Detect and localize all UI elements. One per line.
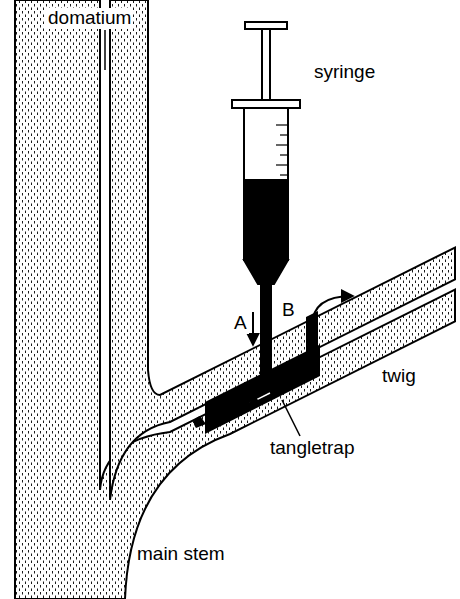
- domatium-column: [110, 0, 455, 500]
- small-arrow: [250, 393, 270, 403]
- leader-line: [282, 400, 300, 436]
- callout-letter: A: [232, 313, 249, 334]
- arrow-b: [312, 296, 352, 326]
- part-label: syringe: [312, 62, 377, 83]
- syringe-drawing: [232, 22, 300, 380]
- arrow-a: [252, 312, 254, 344]
- leader-line: [104, 30, 106, 70]
- main-stem: [15, 0, 455, 599]
- tangletrap-band: [194, 311, 320, 434]
- part-label: twig: [380, 366, 418, 387]
- callout-letter: B: [280, 300, 297, 321]
- part-label: domatium: [46, 8, 133, 29]
- part-label: main stem: [135, 544, 227, 565]
- part-label: tangletrap: [268, 438, 357, 459]
